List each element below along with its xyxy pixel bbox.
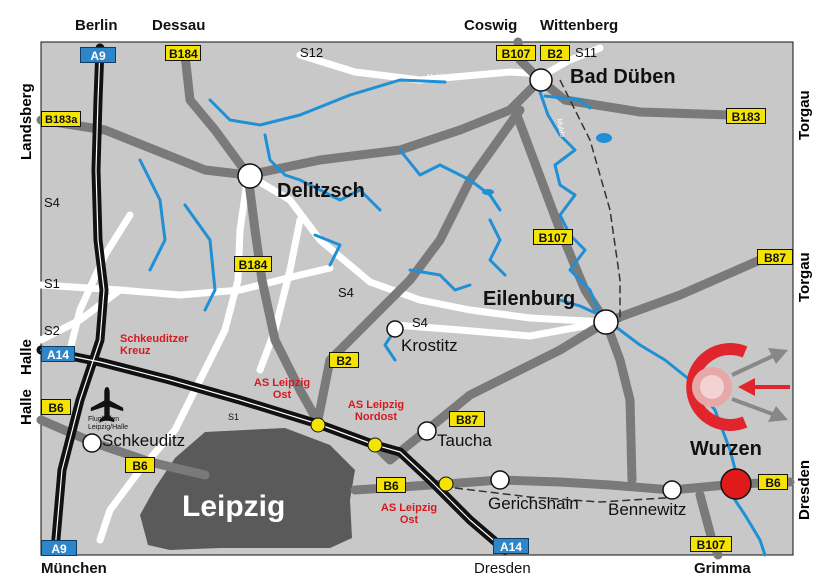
city-label-krostitz: Krostitz <box>401 336 458 355</box>
town-markers <box>82 68 682 500</box>
shield-b107-mid: B107 <box>533 229 573 245</box>
edge-label-landsberg: Landsberg <box>18 83 35 160</box>
railways <box>454 79 681 503</box>
airplane-icon <box>90 387 124 423</box>
shield-b6-left: B6 <box>41 399 71 415</box>
edge-label-torgau-1: Torgau <box>796 90 813 140</box>
shield-b184-top: B184 <box>165 45 201 61</box>
airport-label: Flughafen Leipzig/Halle <box>88 416 129 431</box>
interchange-label-schkeuditzer-kreuz: Schkeuditzer Kreuz <box>120 333 189 357</box>
edge-label-coswig: Coswig <box>464 17 518 34</box>
s-road-label-s4-mid: S4 <box>338 285 354 300</box>
edge-label-torgau-2: Torgau <box>796 252 813 302</box>
city-label-taucha: Taucha <box>437 431 492 450</box>
city-label-gerichshain: Gerichshain <box>488 494 579 513</box>
s-road-label-s11: S11 <box>575 45 598 60</box>
city-label-bad-dueben: Bad Düben <box>570 66 676 88</box>
edge-label-dessau: Dessau <box>152 17 206 34</box>
shield-b6-right: B6 <box>758 474 788 490</box>
junctions <box>310 417 454 492</box>
shield-b183a: B183a <box>41 111 81 127</box>
city-label-schkeuditz: Schkeuditz <box>102 431 186 450</box>
shield-a14-left: A14 <box>41 346 75 362</box>
town-marker-schkeuditz <box>82 433 102 453</box>
junction-leipzig-ost-bottom <box>438 476 454 492</box>
city-label-wurzen: Wurzen <box>690 438 762 460</box>
city-label-bennewitz: Bennewitz <box>608 500 687 519</box>
shield-b2-mid: B2 <box>329 352 359 368</box>
town-marker-gerichshain <box>490 470 510 490</box>
edge-label-dresden-right: Dresden <box>796 459 813 520</box>
town-marker-eilenburg <box>593 309 619 335</box>
junction-leipzig-ost-top <box>310 417 326 433</box>
lakes <box>482 133 612 195</box>
edge-label-wittenberg: Wittenberg <box>540 17 619 34</box>
town-marker-bennewitz <box>662 480 682 500</box>
shield-b183: B183 <box>726 108 766 124</box>
town-marker-wurzen <box>720 468 752 500</box>
edge-label-berlin: Berlin <box>75 17 118 34</box>
river-label-mulde-top: Mulde <box>427 74 447 81</box>
interchange-label-as-leipzig-nordost: AS Leipzig Nordost <box>347 399 405 423</box>
shield-b6-lower: B6 <box>125 457 155 473</box>
shield-b107-top: B107 <box>496 45 536 61</box>
town-marker-delitzsch <box>237 163 263 189</box>
s-road-label-s2: S2 <box>44 323 60 338</box>
junction-leipzig-nordost <box>367 437 383 453</box>
edge-label-grimma: Grimma <box>694 560 751 577</box>
shield-a9-bottom: A9 <box>41 540 77 556</box>
edge-label-muenchen: München <box>41 560 107 577</box>
city-label-eilenburg: Eilenburg <box>483 288 576 310</box>
city-label-delitzsch: Delitzsch <box>277 180 365 202</box>
s-road-label-s1-small: S1 <box>228 412 240 422</box>
edge-label-halle-1: Halle <box>18 389 35 425</box>
interchange-label-as-leipzig-ost-bottom: AS Leipzig Ost <box>380 502 438 526</box>
interchange-label-as-leipzig-ost-top: AS Leipzig Ost <box>253 377 311 401</box>
s-road-label-s1: S1 <box>44 276 60 291</box>
town-marker-taucha <box>417 421 437 441</box>
city-label-leipzig: Leipzig <box>182 490 286 523</box>
shield-b107-bottom: B107 <box>690 536 732 552</box>
shield-a14-bottom: A14 <box>493 538 529 554</box>
shield-a9-top: A9 <box>80 47 116 63</box>
motorway-inner <box>40 47 506 551</box>
town-marker-bad-dueben <box>529 68 553 92</box>
shield-b87-right: B87 <box>757 249 793 265</box>
edge-label-halle-2: Halle <box>18 339 35 375</box>
town-marker-krostitz <box>386 320 404 338</box>
shield-b6-center: B6 <box>376 477 406 493</box>
leipzig-city-area <box>140 428 355 550</box>
s-road-label-s4-left: S4 <box>44 195 60 210</box>
shield-b184-mid: B184 <box>234 256 272 272</box>
edge-label-dresden-bottom: Dresden <box>474 560 531 577</box>
s-road-label-s4-right: S4 <box>412 315 428 330</box>
shield-b2-top: B2 <box>540 45 570 61</box>
s-road-label-s12: S12 <box>300 45 324 60</box>
wurzen-logo-icon <box>686 343 790 431</box>
shield-b87-mid: B87 <box>449 411 485 427</box>
